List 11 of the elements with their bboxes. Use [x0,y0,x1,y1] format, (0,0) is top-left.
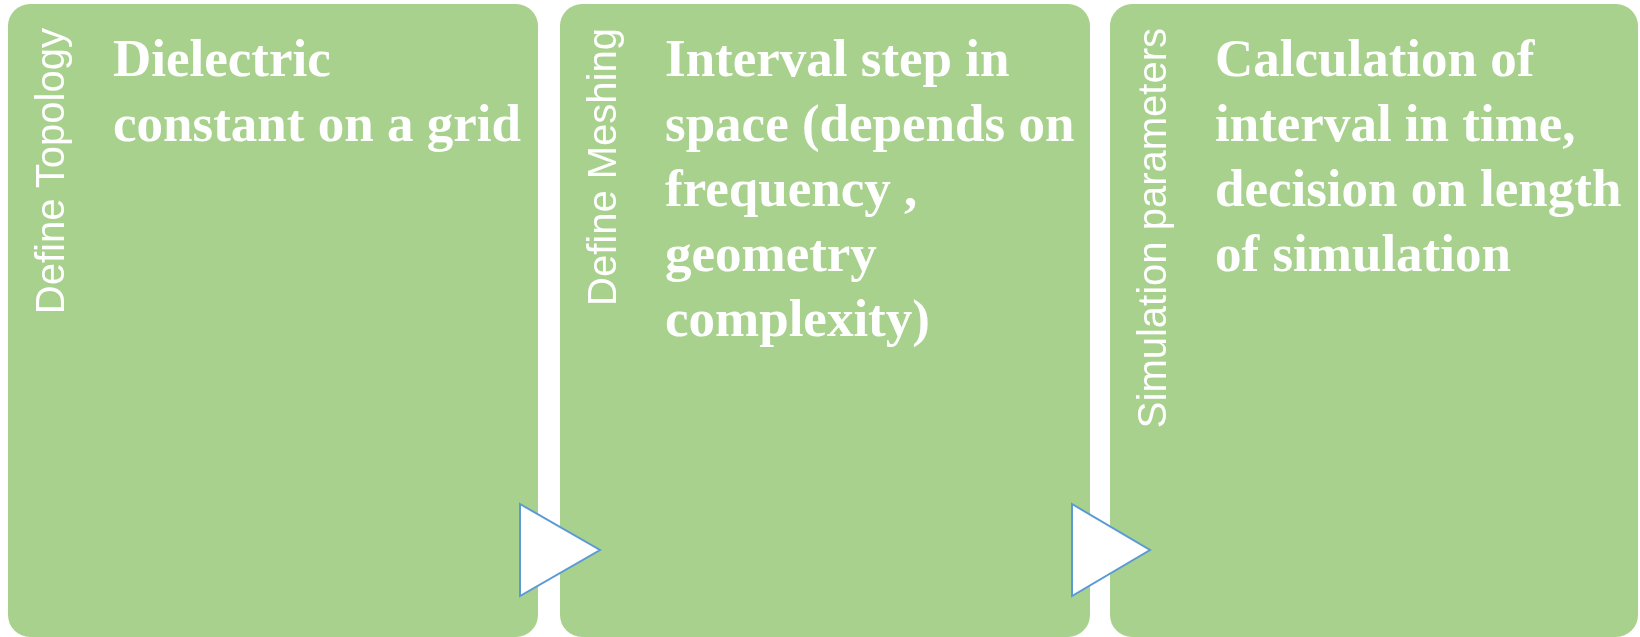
step-heading: Define Topology [30,28,70,315]
step-description: Interval step in space (depends on frequency , geometry complexity) [665,28,1076,349]
process-box [8,4,538,637]
step-heading: Simulation parameters [1132,28,1172,429]
process-box [1110,4,1638,637]
arrow [1071,502,1152,598]
step-description: Calculation of interval in time, decision on length of simulation [1215,28,1623,284]
arrow [519,502,602,598]
step-heading: Define Meshing [582,28,622,306]
step-description: Dielectric constant on a grid [113,28,522,154]
process-box [560,4,1090,637]
